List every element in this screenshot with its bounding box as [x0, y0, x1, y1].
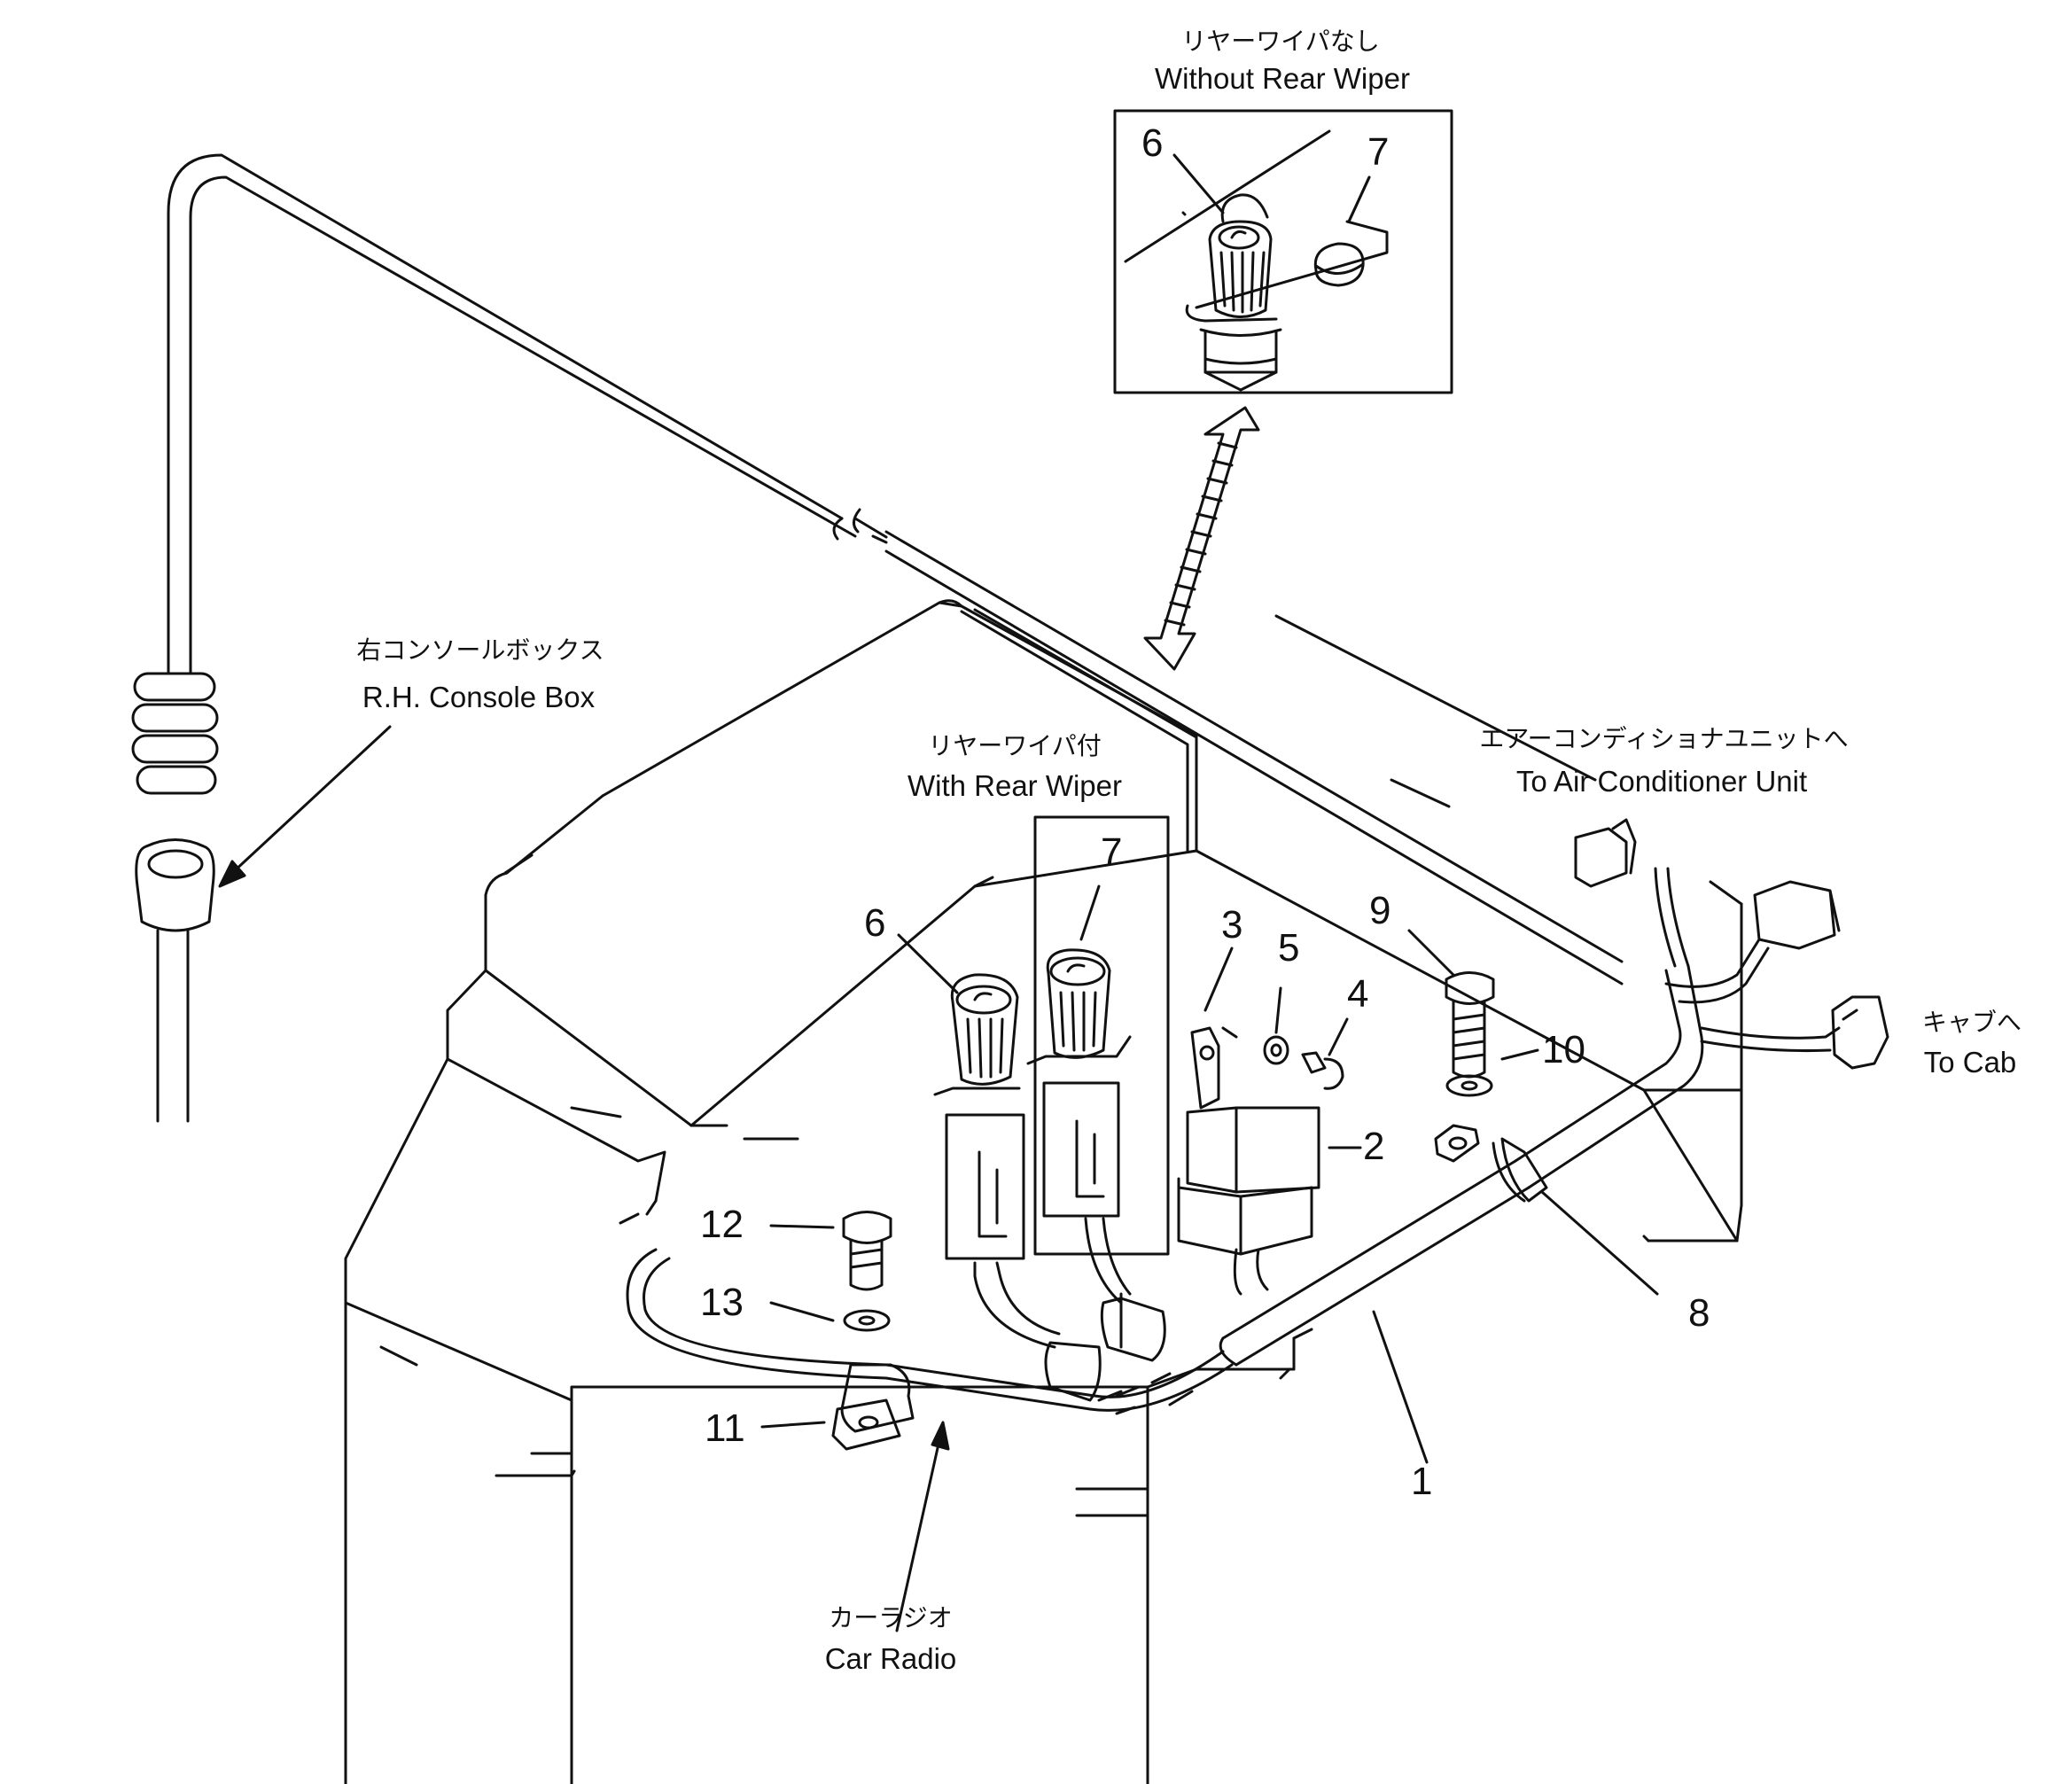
callout-12: 12 — [700, 1203, 744, 1246]
air-conditioner-label-en: To Air Conditioner Unit — [1515, 765, 1808, 798]
callout-8: 8 — [1688, 1291, 1710, 1335]
callout-10: 10 — [1542, 1028, 1585, 1071]
console-box-label-en: R.H. Console Box — [362, 681, 596, 713]
callout-1: 1 — [1411, 1460, 1433, 1503]
interchange-arrow — [1143, 406, 1260, 671]
car-radio-arrow — [895, 1421, 950, 1632]
cab-label-jp: キャブへ — [1921, 1008, 2021, 1037]
console-box-arrow — [218, 725, 392, 888]
bolt-12-washer-13 — [842, 1211, 892, 1332]
callout-6: 6 — [864, 901, 886, 945]
callout-4: 4 — [1347, 972, 1369, 1016]
relay-bracket — [1177, 1026, 1320, 1296]
wire-connectors — [1044, 1292, 1166, 1402]
callout-7-inset: 7 — [1367, 130, 1390, 174]
console-cable — [167, 153, 1624, 985]
radio-wires — [626, 1248, 1234, 1451]
inset-title-en: Without Rear Wiper — [1155, 62, 1410, 95]
washer-screw — [1263, 1035, 1344, 1090]
inset-title-jp: リヤーワイパなし — [1181, 27, 1380, 56]
ac-cab-wires — [1574, 818, 1889, 1070]
console-box-label-jp: 右コンソールボックス — [356, 635, 604, 665]
leader-lines — [760, 153, 1659, 1464]
callout-6-inset: 6 — [1141, 121, 1164, 165]
car-radio-label-en: Car Radio — [824, 1642, 957, 1675]
grommet — [131, 672, 219, 1123]
cab-label-en: To Cab — [1923, 1046, 2017, 1079]
callout-2: 2 — [1363, 1125, 1385, 1168]
with-wiper-title-jp: リヤーワイパ付 — [928, 731, 1102, 760]
callout-9: 9 — [1369, 889, 1391, 932]
bolt-9-washer-10 — [1445, 971, 1495, 1097]
with-wiper-title-en: With Rear Wiper — [907, 769, 1123, 802]
with-rear-wiper-group — [933, 815, 1170, 1349]
callout-11: 11 — [705, 1406, 745, 1450]
callout-3: 3 — [1221, 903, 1243, 947]
main-harness — [1219, 964, 1704, 1367]
callout-5: 5 — [1278, 926, 1300, 970]
console-body — [344, 599, 1743, 1784]
car-radio-label-jp: カーラジオ — [829, 1603, 953, 1632]
air-conditioner-label-jp: エアーコンディショナユニットへ — [1479, 724, 1849, 753]
callout-13: 13 — [700, 1281, 744, 1324]
inset-without-rear-wiper — [1113, 109, 1453, 394]
callout-7: 7 — [1101, 830, 1123, 874]
